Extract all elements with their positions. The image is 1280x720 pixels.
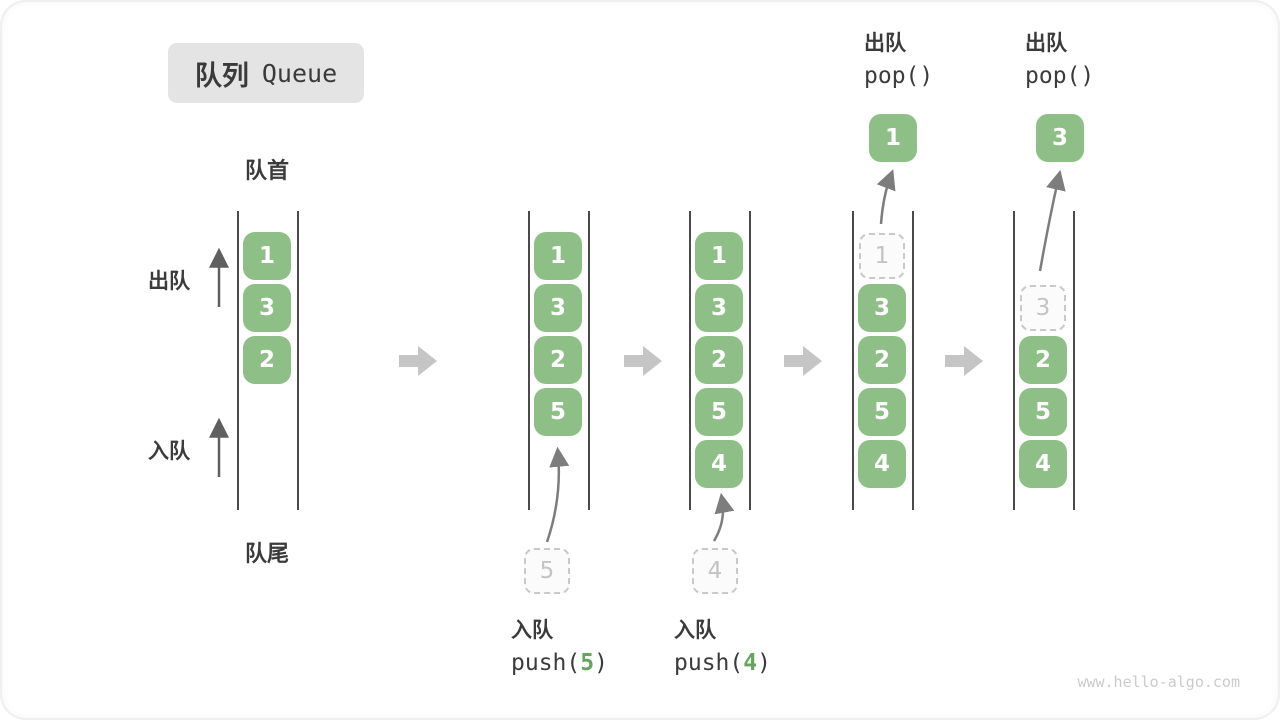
push-4-arrow-icon bbox=[712, 492, 735, 542]
title-en: Queue bbox=[261, 58, 338, 88]
label-queue-front: 队首 bbox=[244, 158, 289, 183]
queue-wall-right bbox=[749, 211, 751, 510]
queue-wall-left bbox=[689, 211, 691, 510]
queue-item: 2 bbox=[695, 336, 743, 384]
operation-label-zh: 入队 bbox=[674, 619, 716, 642]
code-arg: 4 bbox=[743, 650, 758, 676]
step-arrow-icon bbox=[945, 345, 983, 382]
queue-wall-right bbox=[297, 211, 299, 510]
queue-item: 5 bbox=[858, 388, 906, 436]
queue-wall-left bbox=[237, 211, 239, 510]
operation-label: 出队 pop() bbox=[1025, 27, 1094, 93]
queue-wall-right bbox=[912, 211, 914, 510]
step-arrow-icon bbox=[624, 345, 662, 382]
code-arg: 5 bbox=[580, 650, 595, 676]
queue-item-dashed: 1 bbox=[859, 233, 905, 279]
label-queue-rear: 队尾 bbox=[244, 541, 289, 566]
code-text: push( bbox=[511, 650, 581, 676]
queue-item: 2 bbox=[534, 336, 582, 384]
queue-item: 3 bbox=[858, 284, 906, 332]
queue-item: 2 bbox=[243, 336, 291, 384]
pop-1-arrow-icon bbox=[876, 169, 896, 225]
queue-item: 5 bbox=[695, 388, 743, 436]
queue-item: 3 bbox=[534, 284, 582, 332]
code-text: push( bbox=[674, 650, 744, 676]
operation-label-code: push(5) bbox=[511, 647, 608, 680]
operation-label: 出队 pop() bbox=[864, 27, 933, 93]
push-5-arrow-icon bbox=[545, 446, 570, 543]
queue-item: 5 bbox=[1019, 388, 1067, 436]
code-text: ) bbox=[757, 650, 771, 676]
queue-item: 5 bbox=[534, 388, 582, 436]
popped-item: 3 bbox=[1036, 114, 1084, 162]
label-enqueue: 入队 bbox=[148, 440, 190, 463]
operation-label: 入队 push(4) bbox=[674, 614, 771, 680]
queue-wall-left bbox=[528, 211, 530, 510]
operation-label-zh: 入队 bbox=[511, 619, 553, 642]
queue-wall-left bbox=[852, 211, 854, 510]
operation-label: 入队 push(5) bbox=[511, 614, 608, 680]
code-text: pop( bbox=[1025, 63, 1081, 89]
queue-item: 3 bbox=[695, 284, 743, 332]
label-dequeue: 出队 bbox=[148, 270, 190, 293]
queue-item: 4 bbox=[695, 440, 743, 488]
watermark: www.hello-algo.com bbox=[1077, 673, 1240, 691]
queue-wall-right bbox=[588, 211, 590, 510]
title-box: 队列 Queue bbox=[168, 43, 364, 103]
code-text: pop( bbox=[864, 63, 920, 89]
title-zh: 队列 bbox=[194, 60, 249, 91]
queue-wall-right bbox=[1073, 211, 1075, 510]
step-arrow-icon bbox=[784, 345, 822, 382]
queue-item: 4 bbox=[858, 440, 906, 488]
queue-item: 1 bbox=[695, 232, 743, 280]
operation-label-zh: 出队 bbox=[864, 32, 906, 55]
step-arrow-icon bbox=[399, 345, 437, 382]
queue-item-dashed: 3 bbox=[1020, 285, 1066, 331]
popped-item: 1 bbox=[869, 114, 917, 162]
queue-item: 4 bbox=[1019, 440, 1067, 488]
code-text: ) bbox=[919, 63, 934, 89]
incoming-item-dashed: 5 bbox=[524, 548, 570, 594]
incoming-item-dashed: 4 bbox=[692, 548, 738, 594]
queue-item: 2 bbox=[858, 336, 906, 384]
pop-3-arrow-icon bbox=[1038, 169, 1066, 272]
queue-item: 1 bbox=[534, 232, 582, 280]
operation-label-zh: 出队 bbox=[1025, 32, 1067, 55]
queue-item: 2 bbox=[1019, 336, 1067, 384]
operation-label-code: pop() bbox=[1025, 60, 1094, 93]
operation-label-code: push(4) bbox=[674, 647, 771, 680]
operation-label-code: pop() bbox=[864, 60, 933, 93]
queue-item: 3 bbox=[243, 284, 291, 332]
code-text: ) bbox=[594, 650, 608, 676]
queue-item: 1 bbox=[243, 232, 291, 280]
code-text: ) bbox=[1080, 63, 1095, 89]
queue-wall-left bbox=[1013, 211, 1015, 510]
